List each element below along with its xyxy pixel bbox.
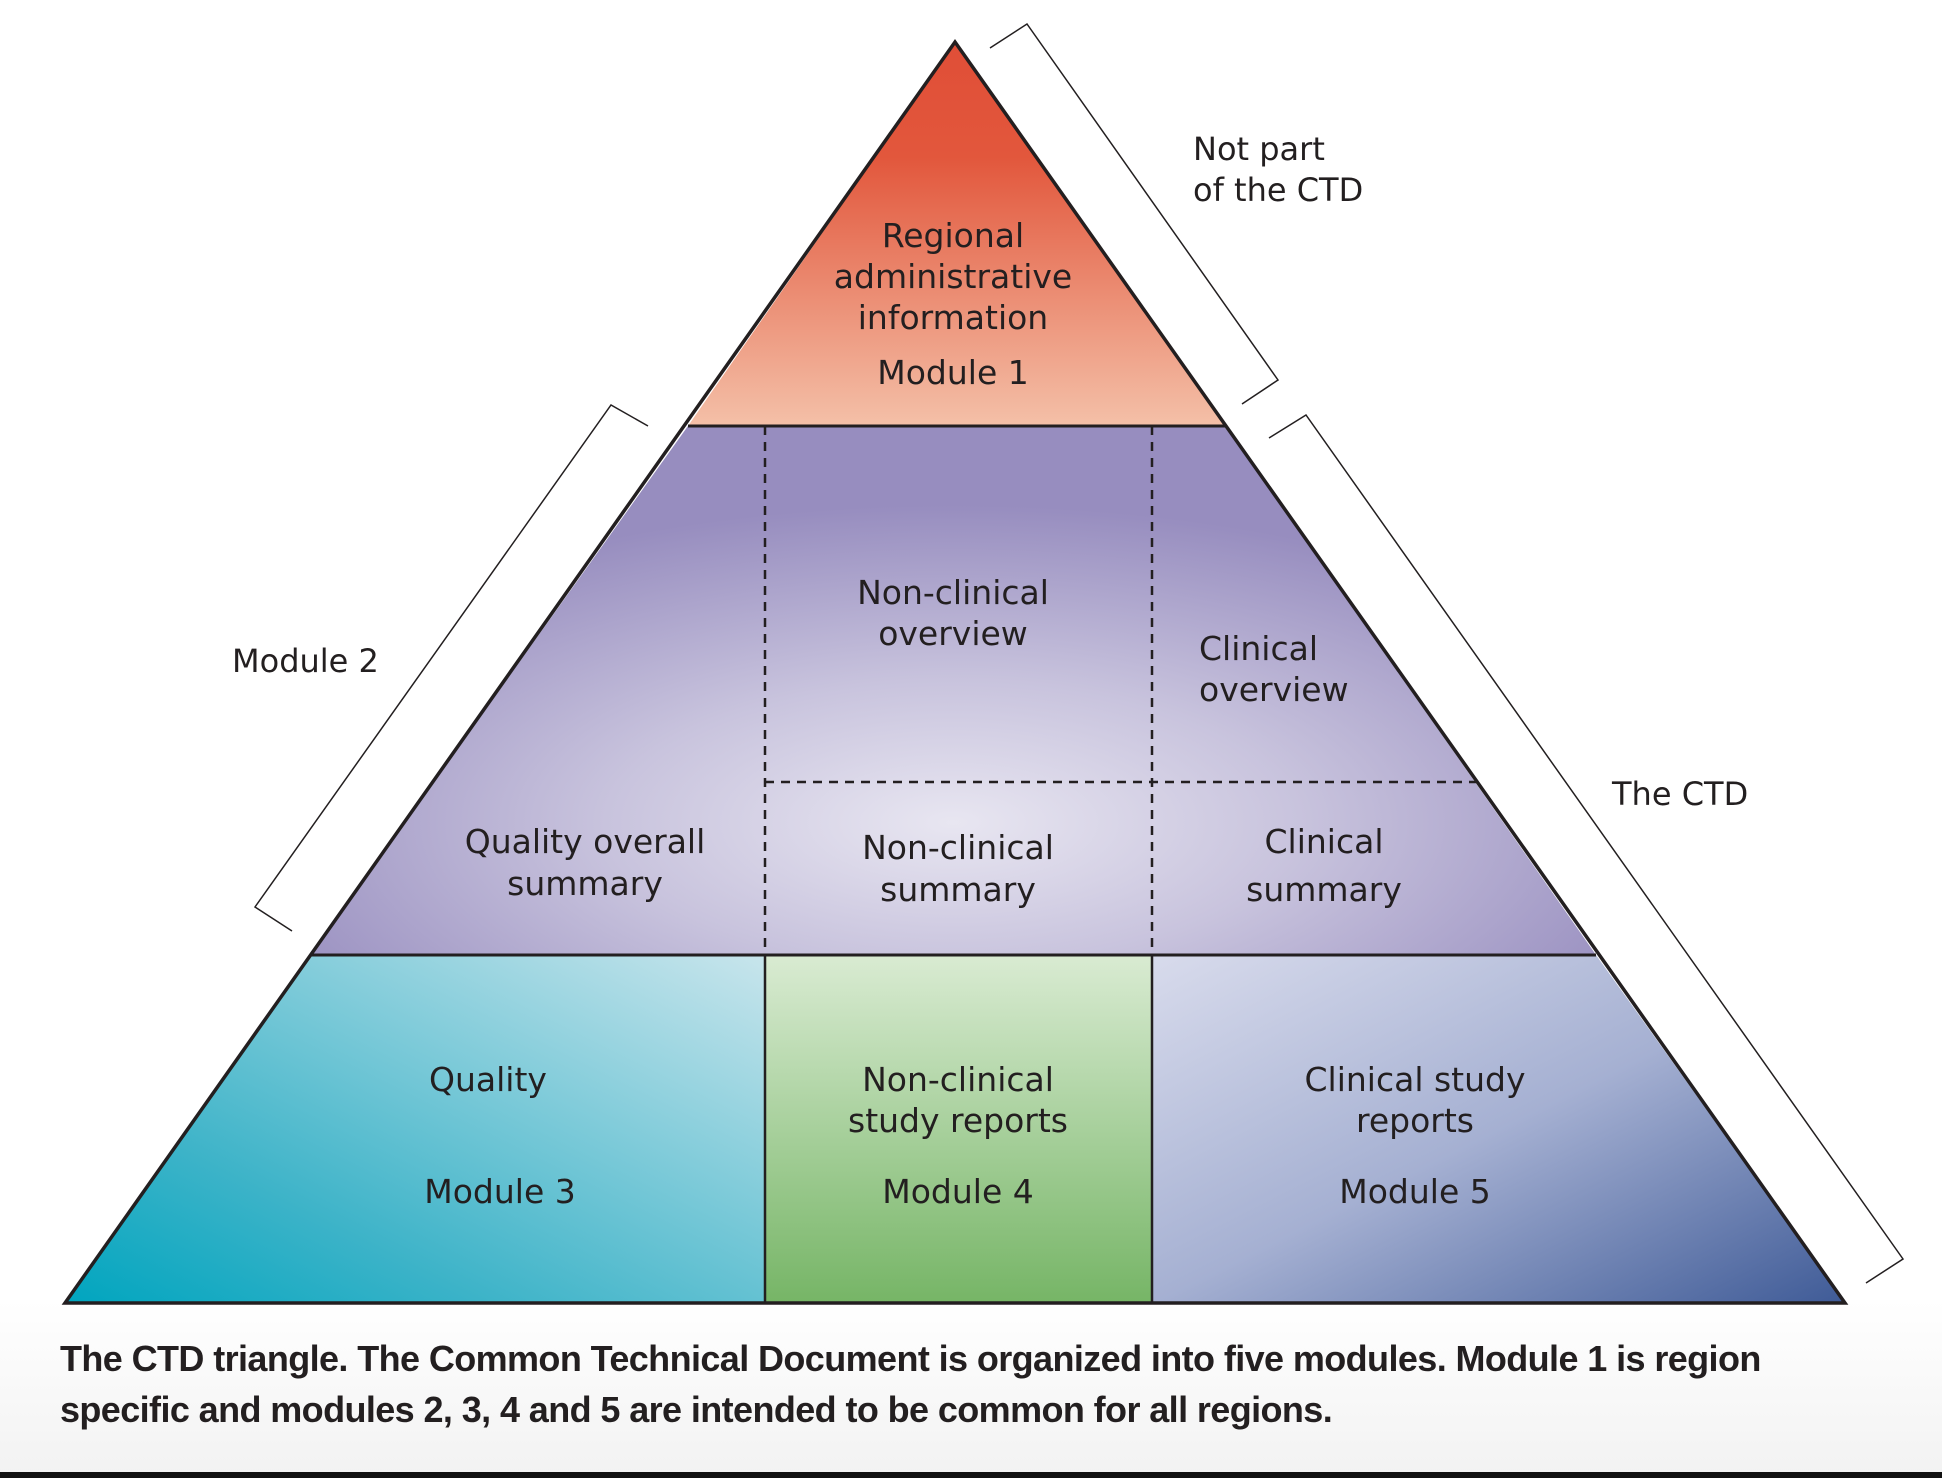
the-ctd-label: The CTD	[1611, 775, 1748, 813]
nonclinical-summary-line2: summary	[880, 870, 1036, 909]
module-5-label-line1: Clinical study	[1304, 1060, 1525, 1099]
module-1-number: Module 1	[877, 353, 1028, 392]
module-3-number: Module 3	[424, 1172, 575, 1211]
module-1-region	[688, 42, 1226, 426]
quality-overall-summary-line2: summary	[507, 864, 663, 903]
module-1-label-line3: information	[858, 298, 1048, 337]
module-2-bracket-label: Module 2	[232, 642, 379, 680]
figure-caption: The CTD triangle. The Common Technical D…	[60, 1338, 1761, 1430]
module-5-label-line2: reports	[1356, 1101, 1474, 1140]
quality-overall-summary-line1: Quality overall	[465, 822, 706, 861]
clinical-summary-line1: Clinical	[1265, 822, 1384, 861]
module-1-label-line2: administrative	[834, 257, 1072, 296]
bracket-not-part	[989, 22, 1280, 405]
clinical-overview-line1: Clinical	[1199, 629, 1318, 668]
triangle-outline	[61, 38, 1849, 1305]
module-5-number: Module 5	[1339, 1172, 1490, 1211]
clinical-overview-line2: overview	[1199, 670, 1349, 709]
nonclinical-summary-line1: Non-clinical	[862, 828, 1054, 867]
nonclinical-overview-line2: overview	[878, 614, 1028, 653]
module-4-label-line1: Non-clinical	[862, 1060, 1054, 1099]
not-part-label-line1: Not part	[1193, 130, 1325, 168]
bracket-the-ctd	[1268, 413, 1905, 1284]
module-4-label-line2: study reports	[848, 1101, 1068, 1140]
not-part-label-line2: of the CTD	[1193, 171, 1363, 209]
nonclinical-overview-line1: Non-clinical	[857, 573, 1049, 612]
module-1-label-line1: Regional	[882, 216, 1024, 255]
module-5-region	[1152, 955, 1845, 1303]
module-2-region	[310, 426, 1596, 955]
module-4-number: Module 4	[882, 1172, 1033, 1211]
module-3-label: Quality	[429, 1060, 547, 1099]
module-3-region	[65, 955, 765, 1303]
clinical-summary-line2: summary	[1246, 870, 1402, 909]
module-4-region	[765, 955, 1152, 1303]
bracket-module2	[253, 404, 649, 932]
bottom-bar	[0, 1472, 1942, 1478]
ctd-triangle-diagram: Regional administrative information Modu…	[61, 22, 1905, 1305]
